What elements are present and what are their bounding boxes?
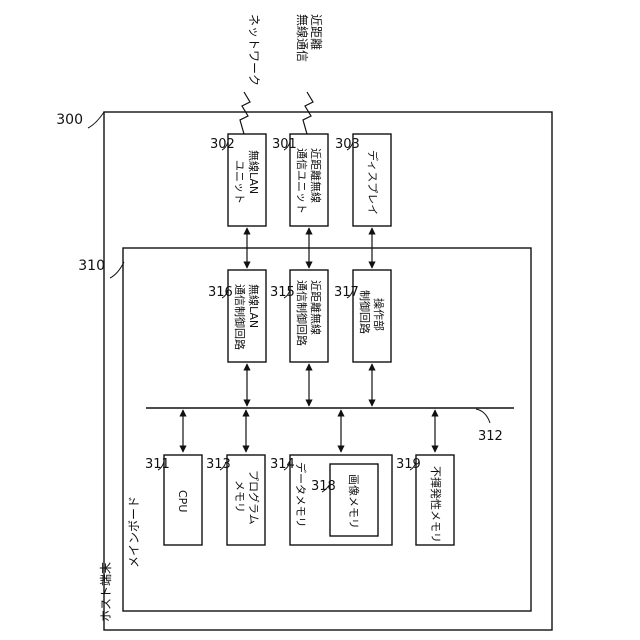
- svg-text:ディスプレイ: ディスプレイ: [366, 150, 380, 215]
- block-wireless-lan-unit: 無線LAN ユニット 302: [210, 134, 266, 226]
- svg-text:データメモリ: データメモリ: [294, 462, 308, 528]
- svg-text:近距離無線: 近距離無線: [309, 280, 323, 335]
- host-ref: 300: [56, 112, 83, 128]
- svg-text:近距離無線: 近距離無線: [309, 148, 323, 203]
- ref-311: 311: [145, 457, 170, 472]
- svg-text:通信制御回路: 通信制御回路: [295, 280, 309, 346]
- svg-text:通信ユニット: 通信ユニット: [295, 148, 308, 214]
- block-wireless-lan-controller: 無線LAN 通信制御回路 316: [208, 270, 266, 362]
- svg-text:制御回路: 制御回路: [358, 290, 372, 334]
- near-field-label-2: 無線通信: [295, 14, 310, 62]
- svg-text:メモリ: メモリ: [233, 480, 246, 513]
- mainboard-ref-leader: [110, 262, 124, 278]
- network-link: [240, 92, 250, 134]
- ref-319: 319: [396, 457, 421, 472]
- svg-text:不揮発性メモリ: 不揮発性メモリ: [429, 466, 443, 543]
- svg-text:無線LAN: 無線LAN: [247, 284, 261, 328]
- svg-text:ユニット: ユニット: [233, 160, 246, 204]
- bus-ref: 312: [478, 429, 503, 444]
- ref-317: 317: [334, 285, 359, 300]
- host-ref-leader: [88, 112, 104, 128]
- ref-316: 316: [208, 285, 233, 300]
- svg-text:無線LAN: 無線LAN: [247, 150, 261, 194]
- near-field-label-1: 近距離: [309, 14, 323, 50]
- block-near-field-unit: 近距離無線 通信ユニット 301: [272, 134, 328, 226]
- ref-315: 315: [270, 285, 295, 300]
- block-near-field-controller: 近距離無線 通信制御回路 315: [270, 270, 328, 362]
- svg-text:通信制御回路: 通信制御回路: [233, 284, 247, 350]
- host-terminal-label: ホスト端末: [99, 562, 113, 622]
- near-field-link: [303, 92, 313, 134]
- block-display: ディスプレイ 303: [335, 134, 391, 226]
- ref-314: 314: [270, 457, 295, 472]
- svg-text:プログラム: プログラム: [247, 470, 261, 525]
- svg-text:CPU: CPU: [176, 490, 189, 512]
- svg-text:操作部: 操作部: [372, 298, 386, 331]
- mainboard-ref: 310: [78, 258, 105, 274]
- ref-313: 313: [206, 457, 231, 472]
- mainboard-label: メインボード: [127, 496, 141, 568]
- network-label: ネットワーク: [247, 14, 261, 86]
- block-nonvolatile-memory: 不揮発性メモリ 319: [396, 455, 454, 545]
- bus-ref-leader: [476, 409, 490, 423]
- svg-text:画像メモリ: 画像メモリ: [347, 474, 360, 529]
- block-operation-controller: 操作部 制御回路 317: [334, 270, 391, 362]
- block-cpu: CPU 311: [145, 455, 202, 545]
- block-program-memory: プログラム メモリ 313: [206, 455, 265, 545]
